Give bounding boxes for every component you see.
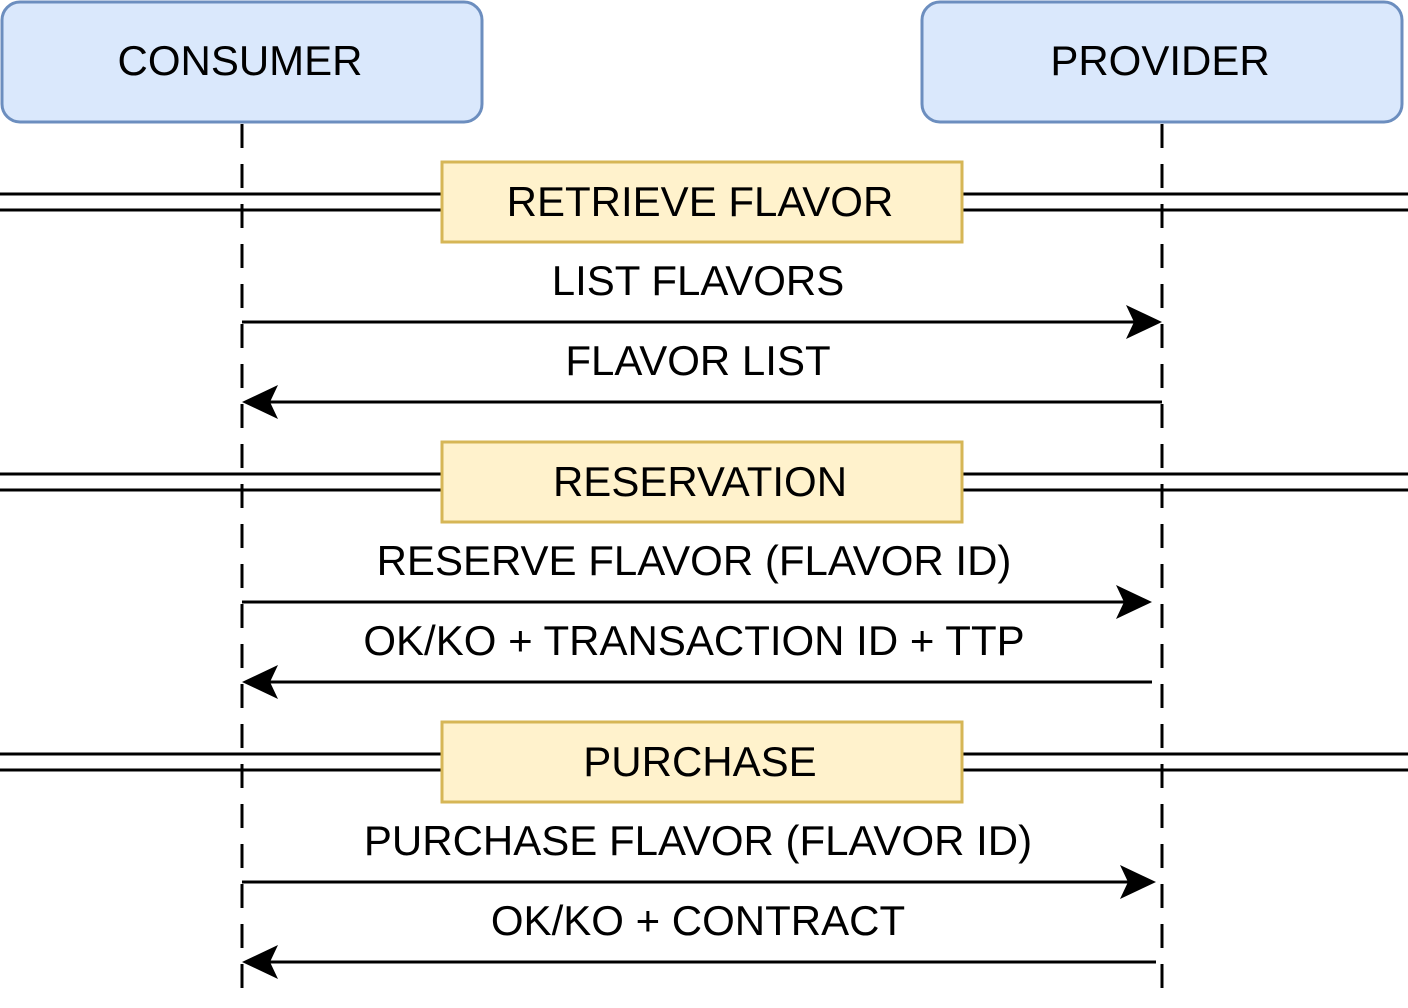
section-box <box>440 720 964 804</box>
arrow-right-icon <box>1120 865 1156 899</box>
consumer-participant: CONSUMER <box>0 0 484 124</box>
message-purchase-flavor: PURCHASE FLAVOR (FLAVOR ID) <box>242 817 1156 899</box>
message-label: PURCHASE FLAVOR (FLAVOR ID) <box>364 817 1032 864</box>
consumer-box <box>0 0 484 124</box>
arrow-left-icon <box>242 945 278 979</box>
section-retrieve-flavor: RETRIEVE FLAVOR <box>0 160 1408 244</box>
arrow-left-icon <box>242 665 278 699</box>
arrow-right-icon <box>1126 305 1162 339</box>
message-label: OK/KO + CONTRACT <box>491 897 905 944</box>
message-transaction-response: OK/KO + TRANSACTION ID + TTP <box>242 617 1152 699</box>
section-purchase: PURCHASE <box>0 720 1408 804</box>
message-label: RESERVE FLAVOR (FLAVOR ID) <box>377 537 1012 584</box>
arrow-left-icon <box>242 385 278 419</box>
message-reserve-flavor: RESERVE FLAVOR (FLAVOR ID) <box>242 537 1152 619</box>
provider-participant: PROVIDER <box>920 0 1404 124</box>
section-reservation: RESERVATION <box>0 440 1408 524</box>
message-label: FLAVOR LIST <box>565 337 830 384</box>
arrow-right-icon <box>1116 585 1152 619</box>
provider-label: PROVIDER <box>1050 37 1269 84</box>
section-label: RESERVATION <box>553 458 847 505</box>
provider-box <box>920 0 1404 124</box>
section-label: PURCHASE <box>583 738 816 785</box>
message-flavor-list: FLAVOR LIST <box>242 337 1162 419</box>
section-box <box>440 160 964 244</box>
message-contract-response: OK/KO + CONTRACT <box>242 897 1156 979</box>
message-label: LIST FLAVORS <box>552 257 845 304</box>
section-label: RETRIEVE FLAVOR <box>507 178 894 225</box>
message-list-flavors: LIST FLAVORS <box>242 257 1162 339</box>
consumer-label: CONSUMER <box>117 37 362 84</box>
section-box <box>440 440 964 524</box>
message-label: OK/KO + TRANSACTION ID + TTP <box>363 617 1024 664</box>
